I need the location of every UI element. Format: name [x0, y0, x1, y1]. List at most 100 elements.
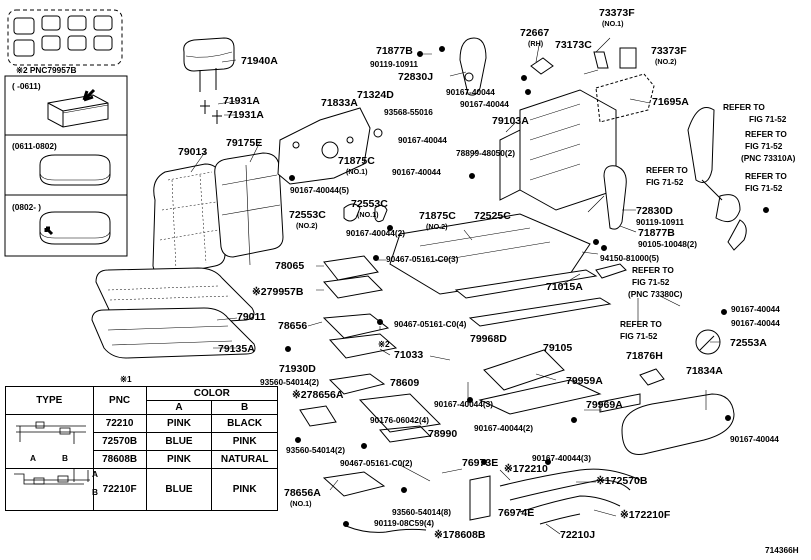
- part-label: 72667: [520, 27, 550, 39]
- part-label: (NO.1): [357, 210, 379, 219]
- part-label: 93560-54014(8): [392, 507, 452, 517]
- refer-to-line1: REFER TO: [620, 319, 662, 329]
- bolt-71324D: [373, 128, 383, 138]
- part-label: 79103A: [492, 115, 529, 127]
- part-label: (NO.1): [346, 167, 368, 176]
- part-label: 93560-54014(2): [286, 445, 346, 455]
- mark-a: A: [30, 453, 36, 463]
- mark-a: A: [92, 469, 98, 479]
- leader-lines: [190, 37, 720, 535]
- bracket-72667: [530, 57, 554, 75]
- part-label: 90119-10911: [370, 59, 418, 69]
- part-label: 90167-40044: [730, 434, 779, 444]
- part-label: 90167-40044: [731, 304, 780, 314]
- refer-to-line1: REFER TO: [745, 129, 787, 139]
- type-header: TYPE: [5, 386, 94, 415]
- part-label: 90167-40044: [446, 87, 495, 97]
- part-label: 90167-40044(3): [532, 453, 592, 463]
- part-label: 90167-40044(2): [346, 228, 406, 238]
- part-label: 90167-40044: [392, 167, 441, 177]
- part-label: 72830J: [398, 71, 434, 83]
- part-label: 71875C: [338, 155, 375, 167]
- part-label: 90467-05161-C0(2): [340, 458, 413, 468]
- part-label: 71833A: [321, 97, 358, 109]
- headrest-drawing: [183, 37, 235, 92]
- headrest-guide-1: [200, 100, 210, 114]
- part-label: 78656A: [284, 487, 321, 499]
- refer-to-line2: FIG 71-52: [646, 177, 684, 187]
- center-covers-drawing: [322, 255, 398, 359]
- outline-71695A: [595, 73, 655, 123]
- refer-to-line2: FIG 71-52: [620, 331, 658, 341]
- part-label: (NO.1): [290, 499, 312, 508]
- table-cell-color-b: BLACK: [211, 414, 278, 433]
- table-cell-pnc: 72570B: [92, 432, 147, 451]
- part-label: (NO.2): [655, 57, 677, 66]
- armrest-drawing: [459, 37, 487, 96]
- fasteners: [285, 46, 769, 527]
- part-71015A: [595, 263, 627, 279]
- headrest-guide-2: [212, 110, 222, 124]
- part-label: 90167-40044: [398, 135, 447, 145]
- refer-to-line2: FIG 71-52: [749, 114, 787, 124]
- color-a-header: A: [145, 400, 213, 415]
- part-label: 71931A: [227, 109, 264, 121]
- part-label: (RH): [528, 39, 544, 48]
- part-label: 71015A: [546, 281, 583, 293]
- seatback-frame-drawing: [499, 89, 617, 211]
- table-cell-pnc: 78608B: [92, 450, 147, 469]
- part-label: 71930D: [279, 363, 316, 375]
- part-label: 72553C: [351, 198, 388, 210]
- part-label: 71033: [394, 349, 424, 361]
- part-label: 90119-10911: [636, 217, 684, 227]
- refer-to-line1: REFER TO: [632, 265, 674, 275]
- table-cell-color-a: PINK: [145, 414, 213, 433]
- lower-brackets-drawing: [299, 373, 442, 497]
- table-cell-pnc: 72210: [92, 414, 147, 433]
- seatback-pad-drawing: [214, 152, 284, 266]
- table-cell-color-a: PINK: [145, 450, 213, 469]
- part-label: 78899-48050(2): [456, 148, 516, 158]
- part-label: 71875C: [419, 210, 456, 222]
- part-label: 78609: [390, 377, 420, 389]
- part-label: 90467-05161-C0(4): [394, 319, 467, 329]
- trim-72830D: [603, 165, 627, 230]
- part-label: ※278656A: [292, 389, 344, 401]
- seatbelt-drawing: [687, 107, 747, 251]
- refer-to-line1: REFER TO: [723, 102, 765, 112]
- part-label: ※279957B: [252, 286, 304, 298]
- part-label: 79013: [178, 146, 208, 158]
- type-cell-1: [5, 414, 94, 469]
- inset-range-1: ( -0611): [12, 81, 41, 91]
- refer-to-line3: (PNC 73310A): [741, 153, 796, 163]
- color-header: COLOR: [145, 386, 279, 401]
- part-label: 72210J: [560, 529, 596, 541]
- part-label: 78990: [428, 428, 458, 440]
- part-label: 79011: [237, 311, 266, 323]
- part-label: 79969A: [586, 399, 623, 411]
- part-label: ※2: [378, 339, 390, 349]
- inset-range-2: (0611-0802): [12, 141, 57, 151]
- cover-73373F: [619, 47, 637, 69]
- part-label: 90167-40044(3): [434, 399, 494, 409]
- part-label: 78065: [275, 260, 305, 272]
- refer-to-line1: REFER TO: [745, 171, 787, 181]
- color-table: TYPE PNC COLOR A B 72210 PINK BLACK 7257…: [5, 386, 279, 511]
- cushion-variant-inset: [4, 75, 128, 257]
- part-label: 72553C: [289, 209, 326, 221]
- seat-layout-thumbnail: [7, 9, 123, 66]
- recliner-cover-drawing: [277, 107, 371, 185]
- table-cell-color-a: BLUE: [145, 468, 213, 511]
- refer-to-line1: REFER TO: [646, 165, 688, 175]
- part-label: 90167-40044(5): [290, 185, 350, 195]
- part-label: (NO.1): [602, 19, 624, 28]
- part-label: 71940A: [241, 55, 278, 67]
- mark-b: B: [92, 487, 98, 497]
- inset-range-3: (0802- ): [12, 202, 42, 212]
- part-label: (NO.2): [296, 221, 318, 230]
- part-label: 79959A: [566, 375, 603, 387]
- part-label: 79135A: [218, 343, 255, 355]
- part-label: 76974E: [498, 507, 535, 519]
- table-cell-color-a: BLUE: [145, 432, 213, 451]
